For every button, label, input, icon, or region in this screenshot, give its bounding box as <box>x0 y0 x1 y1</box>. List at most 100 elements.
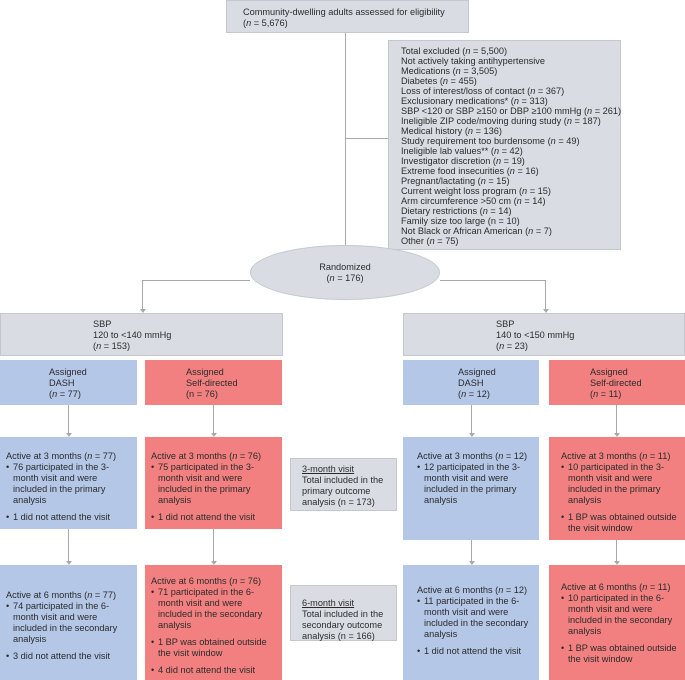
connector-left-sd-6m <box>213 528 214 561</box>
arrow-icon <box>613 561 620 565</box>
followup-bullet: 1 did not attend the visit <box>6 512 133 523</box>
followup-bullet: 74 participated in the 6-month visit and… <box>6 601 133 645</box>
followup-heading: Active at 3 months (n = 76) <box>151 451 262 461</box>
followup-heading: Active at 3 months (n = 12) <box>417 451 528 461</box>
arm-left-self-directed: Assigned Self-directed (n = 76) <box>145 360 282 405</box>
randomized-node: Randomized (n = 176) <box>250 245 440 300</box>
exclusion-reason: Pregnant/lactating (n = 15) <box>401 176 510 186</box>
connector-left-down <box>142 280 143 309</box>
six-month-summary-title: 6-month visit <box>302 598 355 608</box>
arrow-icon <box>139 309 146 313</box>
connector-right-sd-6m <box>616 540 617 561</box>
followup-bullet: 1 did not attend the visit <box>417 646 535 657</box>
exclusion-reason: Medical history (n = 136) <box>401 126 502 136</box>
three-month-summary: 3-month visit Total included in the prim… <box>290 458 397 511</box>
exclusion-reason: SBP <120 or SBP ≥150 or DBP ≥100 mmHg (n… <box>401 106 622 116</box>
arm-label: Assigned <box>186 367 224 377</box>
arrow-icon <box>210 433 217 437</box>
exclusion-reason: Medications (n = 3,505) <box>401 66 498 76</box>
excluded-total: Total excluded (n = 5,500) <box>401 46 508 56</box>
arrow-icon <box>468 433 475 437</box>
followup-bullets: 71 participated in the 6-month visit and… <box>151 587 278 676</box>
exclusion-reason: Ineligible ZIP code/moving during study … <box>401 116 601 126</box>
connector-randomized-right <box>440 280 546 281</box>
followup-bullet: 71 participated in the 6-month visit and… <box>151 587 278 631</box>
stratum-right-range: 140 to <150 mmHg <box>496 330 575 340</box>
stratum-left: SBP 120 to <140 mmHg (n = 153) <box>0 313 283 356</box>
exclusion-reason: Current weight loss program (n = 15) <box>401 186 551 196</box>
arm-left-dash: Assigned DASH (n = 77) <box>0 360 137 405</box>
connector-right-dash-3m <box>471 405 472 433</box>
six-month-left-self-directed: Active at 6 months (n = 76)71 participat… <box>145 565 282 680</box>
followup-bullet: 1 BP was obtained outside the visit wind… <box>561 512 681 534</box>
arm-label: Assigned <box>590 367 628 377</box>
connector-left-dash-6m <box>68 528 69 561</box>
arrow-icon <box>468 561 475 565</box>
six-month-summary: 6-month visit Total included in the seco… <box>290 585 397 641</box>
three-month-summary-title: 3-month visit <box>302 464 355 474</box>
connector-right-dash-6m <box>471 540 472 561</box>
exclusion-reason: Loss of interest/loss of contact (n = 36… <box>401 86 565 96</box>
six-month-right-self-directed: Active at 6 months (n = 11)10 participat… <box>549 565 685 680</box>
followup-heading: Active at 6 months (n = 76) <box>151 576 262 586</box>
arm-name: Self-directed <box>590 378 642 388</box>
exclusion-reason: Exclusionary medications* (n = 313) <box>401 96 548 106</box>
connector-left-dash-3m <box>68 405 69 433</box>
exclusion-reason: Diabetes (n = 455) <box>401 76 477 86</box>
followup-bullet: 4 did not attend the visit <box>151 665 278 676</box>
followup-bullets: 10 participated in the 3-month visit and… <box>561 462 681 534</box>
connector-to-excluded <box>345 138 388 139</box>
followup-bullets: 10 participated in the 6-month visit and… <box>561 593 681 665</box>
six-month-left-dash: Active at 6 months (n = 77)74 participat… <box>0 565 137 680</box>
followup-bullet: 75 participated in the 3-month visit and… <box>151 462 278 506</box>
followup-bullet: 11 participated in the 6-month visit and… <box>417 596 535 640</box>
connector-left-sd-3m <box>213 405 214 433</box>
arm-count: (n = 11) <box>590 389 622 399</box>
arm-count: (n = 76) <box>186 389 218 399</box>
six-month-summary-text: Total included in the secondary outcome … <box>302 609 384 641</box>
exclusion-reason: Investigator discretion (n = 19) <box>401 156 525 166</box>
followup-bullets: 76 participated in the 3-month visit and… <box>6 462 133 523</box>
arm-label: Assigned <box>49 367 87 377</box>
three-month-summary-text: Total included in the primary outcome an… <box>302 475 384 507</box>
randomized-count: (n = 176) <box>326 272 364 283</box>
arrow-icon <box>65 433 72 437</box>
followup-bullet: 10 participated in the 6-month visit and… <box>561 593 681 637</box>
arrow-icon <box>65 561 72 565</box>
three-month-left-dash: Active at 3 months (n = 77)76 participat… <box>0 437 137 529</box>
three-month-left-self-directed: Active at 3 months (n = 76)75 participat… <box>145 437 282 529</box>
arm-count: (n = 12) <box>458 389 490 399</box>
arrow-icon <box>210 561 217 565</box>
three-month-right-self-directed: Active at 3 months (n = 11)10 participat… <box>549 437 685 540</box>
followup-heading: Active at 6 months (n = 11) <box>561 582 671 592</box>
connector-right-down <box>545 280 546 309</box>
exclusion-reason: Not actively taking antihypertensive <box>401 56 546 66</box>
arrow-icon <box>613 433 620 437</box>
exclusion-reason: Family size too large (n = 10) <box>401 216 520 226</box>
followup-bullets: 12 participated in the 3-month visit and… <box>417 462 535 506</box>
exclusion-reason: Study requirement too burdensome (n = 49… <box>401 136 580 146</box>
screening-box: Community-dwelling adults assessed for e… <box>226 0 469 33</box>
excluded-reasons-list: Total excluded (n = 5,500)Not actively t… <box>401 46 622 246</box>
connector-randomized-left <box>142 280 250 281</box>
followup-bullets: 75 participated in the 3-month visit and… <box>151 462 278 523</box>
arrow-icon <box>542 309 549 313</box>
followup-bullet: 1 did not attend the visit <box>151 512 278 523</box>
arm-count: (n = 77) <box>49 389 81 399</box>
followup-bullets: 11 participated in the 6-month visit and… <box>417 596 535 657</box>
arm-name: DASH <box>49 378 75 388</box>
followup-heading: Active at 6 months (n = 77) <box>6 590 117 600</box>
stratum-left-range: 120 to <140 mmHg <box>93 330 172 340</box>
exclusion-reason: Not Black or African American (n = 7) <box>401 226 552 236</box>
followup-bullet: 3 did not attend the visit <box>6 651 133 662</box>
exclusion-reason: Other (n = 75) <box>401 236 459 246</box>
stratum-right-count: (n = 23) <box>496 341 528 351</box>
arm-right-self-directed: Assigned Self-directed (n = 11) <box>549 360 685 405</box>
followup-bullet: 12 participated in the 3-month visit and… <box>417 462 535 506</box>
exclusion-reason: Arm circumference >50 cm (n = 14) <box>401 196 546 206</box>
three-month-right-dash: Active at 3 months (n = 12)12 participat… <box>403 437 539 540</box>
followup-bullet: 10 participated in the 3-month visit and… <box>561 462 681 506</box>
stratum-right-label: SBP <box>496 319 515 329</box>
connector-screen-to-randomized <box>345 33 346 245</box>
stratum-right: SBP 140 to <150 mmHg (n = 23) <box>403 313 685 356</box>
